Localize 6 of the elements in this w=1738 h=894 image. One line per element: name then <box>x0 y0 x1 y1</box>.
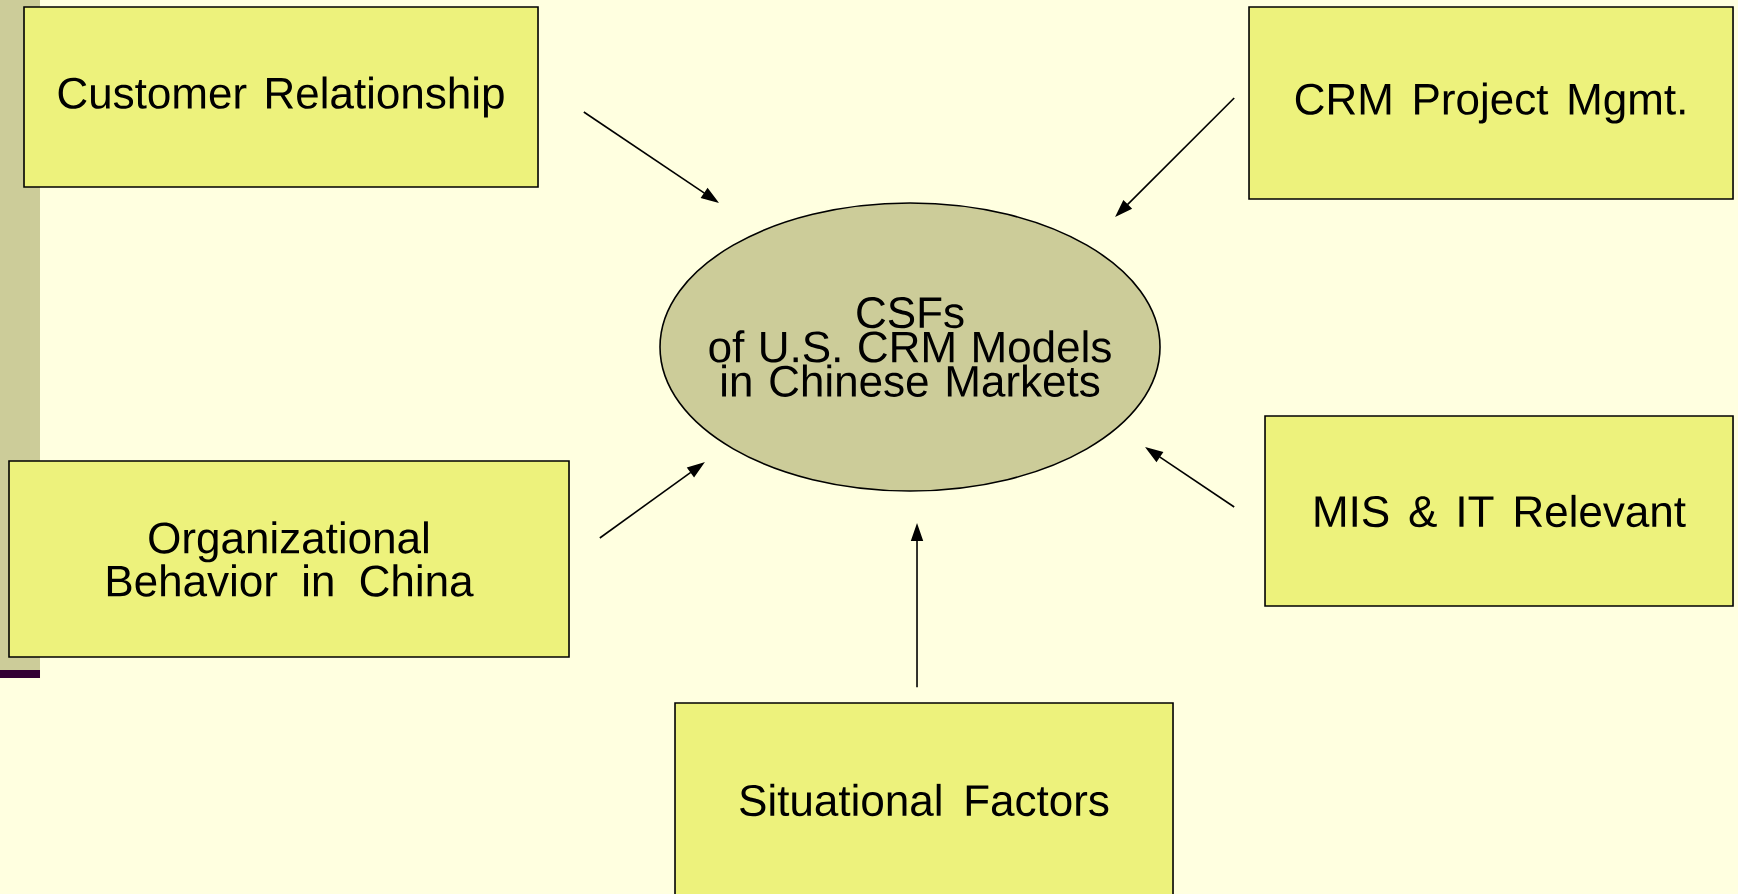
box-node: MIS & IT Relevant <box>1264 415 1734 607</box>
box-node: CRM Project Mgmt. <box>1248 6 1734 200</box>
box-node: Customer Relationship <box>23 6 539 188</box>
box-node: Organizational Behavior in China <box>8 460 570 658</box>
ellipse-node: CSFs of U.S. CRM Models in Chinese Markets <box>659 202 1161 492</box>
box-node: Situational Factors <box>674 702 1174 894</box>
